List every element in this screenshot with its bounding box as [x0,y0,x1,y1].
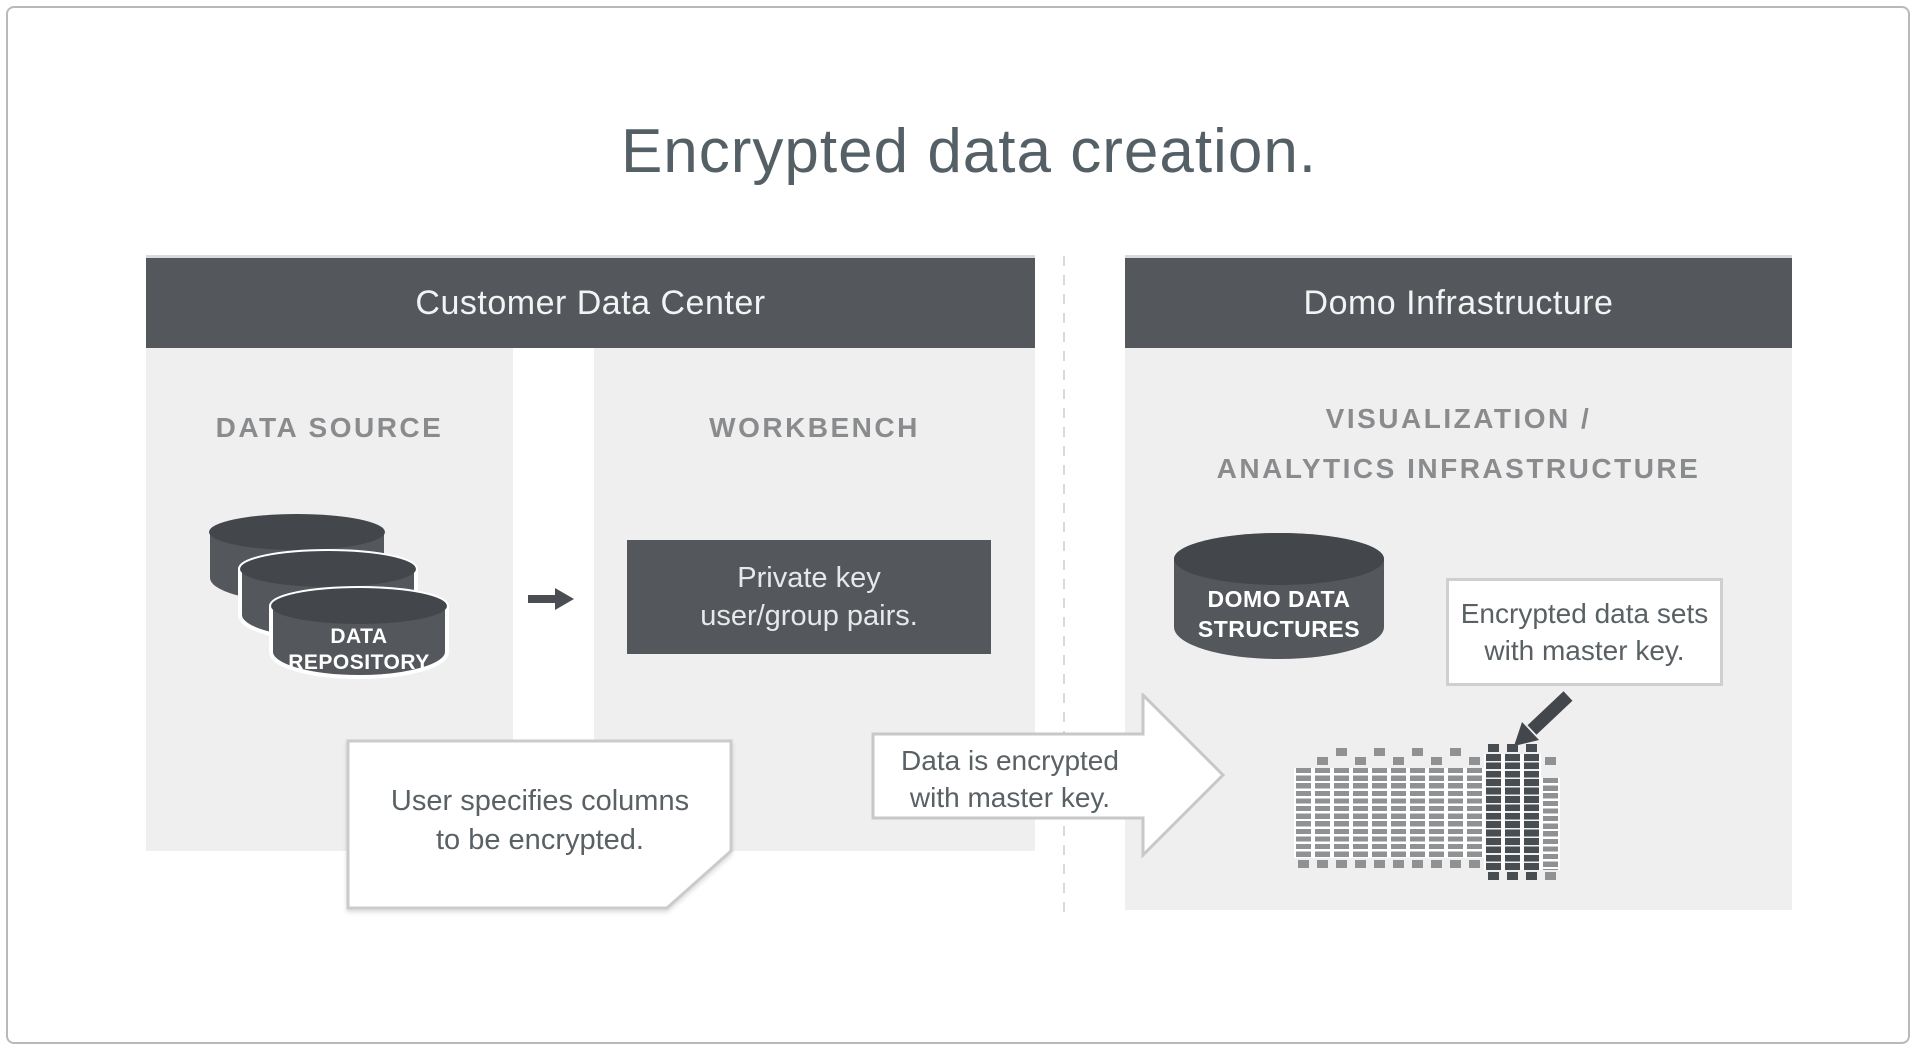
grid-tab-top [1488,744,1499,752]
key-arrow-icon [1514,691,1573,746]
grid-tab-bottom [1412,860,1423,868]
transfer-note-line1: Data is encrypted [901,745,1119,776]
grid-column [1313,768,1332,858]
grid-tab-top [1450,748,1461,756]
grid-column [1427,768,1446,858]
grid-tab-top [1526,744,1537,752]
grid-column [1370,768,1389,858]
encrypted-sets-line1: Encrypted data sets [1460,598,1709,629]
transfer-note-text: Data is encrypted with master key. [880,742,1140,816]
grid-tab-top [1355,757,1366,765]
grid-column [1294,768,1313,858]
grid-tab-bottom [1355,860,1366,868]
grid-tab-bottom [1526,872,1537,880]
customer-data-center-header: Customer Data Center [146,258,1035,348]
grid-tab-top [1317,757,1328,765]
data-repository-line2: REPOSITORY [288,651,430,674]
encrypted-sets-line2: with master key. [1484,635,1685,666]
visualization-label-line2: ANALYTICS INFRASTRUCTURE [1216,453,1701,484]
grid-tab-bottom [1469,860,1480,868]
grid-tab-bottom [1488,872,1499,880]
grid-column [1465,768,1484,858]
grid-tab-bottom [1431,860,1442,868]
domo-data-line1: DOMO DATA [1207,586,1351,612]
domo-data-line2: STRUCTURES [1197,616,1361,642]
grid-column [1332,768,1351,858]
section-divider-dashed-line [1063,256,1065,920]
data-repository-caption: DATA REPOSITORY [270,624,448,676]
domo-infrastructure-label: Domo Infrastructure [1303,283,1614,322]
grid-tab-top [1393,757,1404,765]
customer-data-center-label: Customer Data Center [415,283,766,322]
flow-arrow-icon [528,588,574,610]
grid-tab-bottom [1374,860,1385,868]
encrypted-sets-callout: Encrypted data sets with master key. [1446,578,1723,686]
user-note-line1: User specifies columns [390,785,690,817]
data-repository-line1: DATA [330,625,388,648]
grid-column [1446,768,1465,858]
visualization-label-line1: VISUALIZATION / [1325,403,1592,434]
domo-data-caption: DOMO DATA STRUCTURES [1173,584,1385,644]
grid-tab-top [1374,748,1385,756]
grid-tab-bottom [1545,872,1556,880]
grid-column [1503,754,1522,870]
grid-tab-top [1545,757,1556,765]
grid-tab-top [1431,757,1442,765]
domo-infrastructure-header: Domo Infrastructure [1125,258,1792,348]
data-source-label: DATA SOURCE [215,412,444,443]
grid-column [1408,768,1427,858]
visualization-analytics-label: VISUALIZATION / ANALYTICS INFRASTRUCTURE [1125,394,1792,494]
grid-tab-top [1336,748,1347,756]
data-repository-icon [208,513,449,679]
grid-column [1389,768,1408,858]
grid-tab-bottom [1317,860,1328,868]
private-key-line2: user/group pairs. [700,600,918,632]
transfer-note-line2: with master key. [909,782,1111,813]
grid-tab-top [1507,744,1518,752]
private-key-box: Private key user/group pairs. [627,540,991,654]
workbench-label: WORKBENCH [709,412,920,443]
grid-tab-bottom [1298,860,1309,868]
grid-tab-bottom [1450,860,1461,868]
grid-tab-bottom [1336,860,1347,868]
grid-column [1541,778,1560,870]
grid-tab-top [1469,757,1480,765]
user-note-bubble [346,739,733,910]
transfer-arrow-icon [871,693,1226,859]
domo-data-icon [1174,533,1384,659]
user-note-line2: to be encrypted. [436,824,644,856]
page-title: Encrypted data creation. [620,117,1318,186]
encrypted-data-grid [1294,744,1574,886]
grid-column [1351,768,1370,858]
grid-tab-bottom [1507,872,1518,880]
grid-column [1484,754,1503,870]
grid-tab-top [1412,748,1423,756]
grid-tab-bottom [1393,860,1404,868]
grid-column [1522,754,1541,870]
user-note-text: User specifies columns to be encrypted. [346,782,734,860]
private-key-line1: Private key [737,562,881,594]
